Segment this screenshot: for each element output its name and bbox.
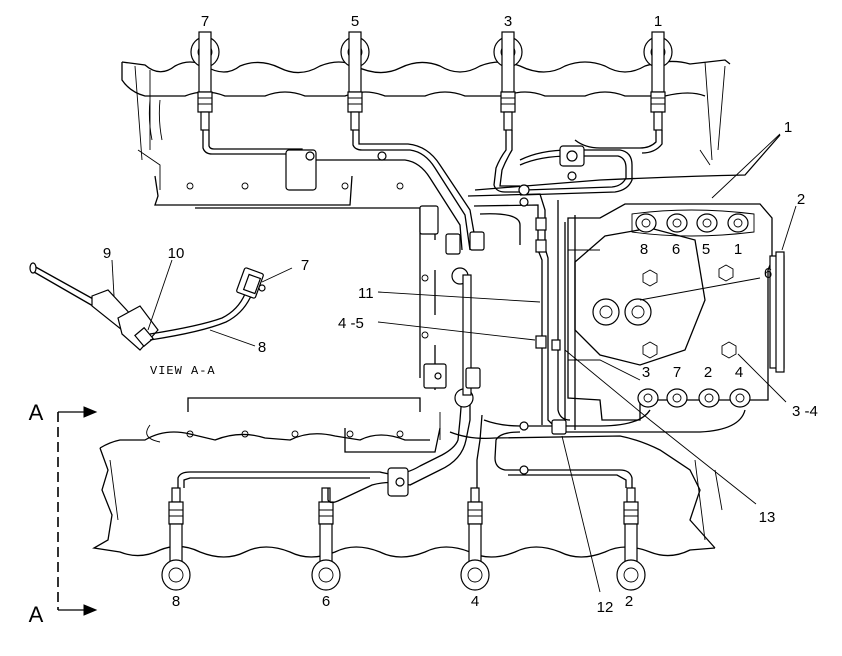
callout-2: 2 xyxy=(797,191,805,208)
section-marker-a-a xyxy=(57,406,98,616)
callout-9: 9 xyxy=(103,245,111,262)
injector-cyl-4 xyxy=(460,487,490,591)
callout-10: 10 xyxy=(168,245,185,262)
injector-cyl-1 xyxy=(643,31,673,131)
fuel-lines xyxy=(177,130,781,504)
pump-outlet-label-bottom-2: 2 xyxy=(704,364,712,381)
pump-outlet-label-bottom-7: 7 xyxy=(673,364,681,381)
pump-outlet-label-top-1: 1 xyxy=(734,241,742,258)
injector-cyl-7 xyxy=(190,31,220,131)
engine-block-outline xyxy=(92,59,731,558)
top-injectors xyxy=(190,31,673,131)
cyl-label-bottom-4: 4 xyxy=(471,593,479,610)
view-a-a-detail xyxy=(29,262,266,351)
fuel-injection-pump xyxy=(564,203,785,430)
pump-outlet-label-bottom-3: 3 xyxy=(642,364,650,381)
callout-6: 6 xyxy=(764,265,772,282)
cyl-label-bottom-6: 6 xyxy=(322,593,330,610)
cyl-label-top-1: 1 xyxy=(654,13,662,30)
callout-13: 13 xyxy=(759,509,776,526)
cyl-label-top-3: 3 xyxy=(504,13,512,30)
pump-outlet-label-bottom-4: 4 xyxy=(735,364,743,381)
callout-4-5: 4 -5 xyxy=(338,315,364,332)
cyl-label-top-5: 5 xyxy=(351,13,359,30)
section-label-bottom: A xyxy=(29,602,44,627)
pump-outlet-label-top-6: 6 xyxy=(672,241,680,258)
pump-outlet-fittings-top xyxy=(631,209,755,237)
injector-cyl-6 xyxy=(311,487,341,591)
line-clamps xyxy=(285,145,585,497)
pump-outlet-label-top-8: 8 xyxy=(640,241,648,258)
cyl-label-bottom-8: 8 xyxy=(172,593,180,610)
bottom-injectors xyxy=(161,487,646,591)
cyl-label-bottom-2: 2 xyxy=(625,593,633,610)
callout-8: 8 xyxy=(258,339,266,356)
view-caption: VIEW A-A xyxy=(150,364,216,378)
injector-cyl-3 xyxy=(493,31,523,131)
callout-11: 11 xyxy=(358,285,374,302)
section-label-top: A xyxy=(29,400,44,425)
injector-cyl-8 xyxy=(161,487,191,591)
callout-labels: 7 5 3 1 8 6 4 2 8 6 5 1 3 7 2 4 1 2 6 3 … xyxy=(29,13,818,627)
pump-outlet-fittings-bottom xyxy=(637,388,751,408)
callout-3-4: 3 -4 xyxy=(792,403,818,420)
leader-lines xyxy=(111,133,797,593)
cyl-label-top-7: 7 xyxy=(201,13,209,30)
callout-7: 7 xyxy=(301,257,309,274)
callout-12: 12 xyxy=(597,599,614,616)
callout-1: 1 xyxy=(784,119,792,136)
injector-cyl-2 xyxy=(616,487,646,591)
pump-outlet-label-top-5: 5 xyxy=(702,241,710,258)
injector-cyl-5 xyxy=(340,31,370,131)
